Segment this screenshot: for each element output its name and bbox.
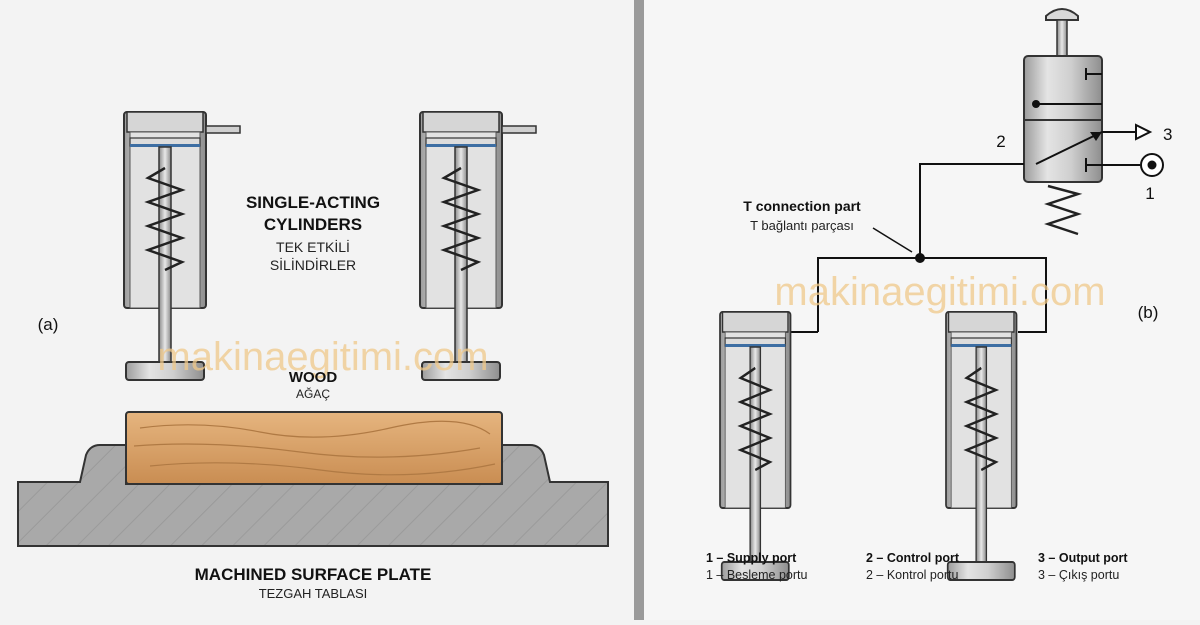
panel-b-label: (b) (1138, 303, 1159, 322)
supply-port-symbol (1102, 153, 1164, 177)
port-2-label: 2 (996, 132, 1005, 151)
watermark-b: makinaegitimi.com (774, 270, 1105, 314)
legend-2-tr: 2 – Kontrol portu (866, 568, 958, 582)
legend-3-en: 3 – Output port (1038, 551, 1128, 565)
output-port-arrow (1102, 123, 1153, 141)
plate-label-en: MACHINED SURFACE PLATE (195, 565, 432, 584)
plate-label-tr: TEZGAH TABLASI (259, 586, 368, 601)
panel-divider (634, 0, 644, 620)
port-3-label: 3 (1163, 125, 1172, 144)
t-connection-label-tr: T bağlantı parçası (750, 218, 854, 233)
t-junction-dot (915, 253, 925, 263)
cylinder-right (418, 110, 537, 382)
wood-label-tr: AĞAÇ (296, 386, 330, 401)
legend-2-en: 2 – Control port (866, 551, 960, 565)
wood-block (125, 411, 503, 485)
cylinders-title-en-2: CYLINDERS (264, 215, 362, 234)
t-connection-leader (872, 227, 913, 253)
legend-1-tr: 1 – Besleme portu (706, 568, 807, 582)
port-legend: 1 – Supply port 1 – Besleme portu 2 – Co… (706, 551, 1128, 582)
wood-label-en: WOOD (289, 369, 337, 386)
pneumatic-lines (790, 163, 1047, 333)
legend-3-tr: 3 – Çıkış portu (1038, 568, 1119, 582)
legend-1-en: 1 – Supply port (706, 551, 797, 565)
cylinders-title-tr-2: SİLİNDİRLER (270, 256, 356, 273)
push-button-valve (1023, 8, 1103, 236)
panel-a-label: (a) (38, 315, 59, 334)
cylinder-left (122, 110, 241, 382)
cylinders-title-en-1: SINGLE-ACTING (246, 193, 380, 212)
panel-b-background (644, 0, 1200, 620)
watermark-a: makinaegitimi.com (157, 335, 488, 379)
port-1-label: 1 (1145, 184, 1154, 203)
t-connection-label-en: T connection part (743, 198, 861, 214)
cylinders-title-tr-1: TEK ETKİLİ (276, 238, 350, 255)
